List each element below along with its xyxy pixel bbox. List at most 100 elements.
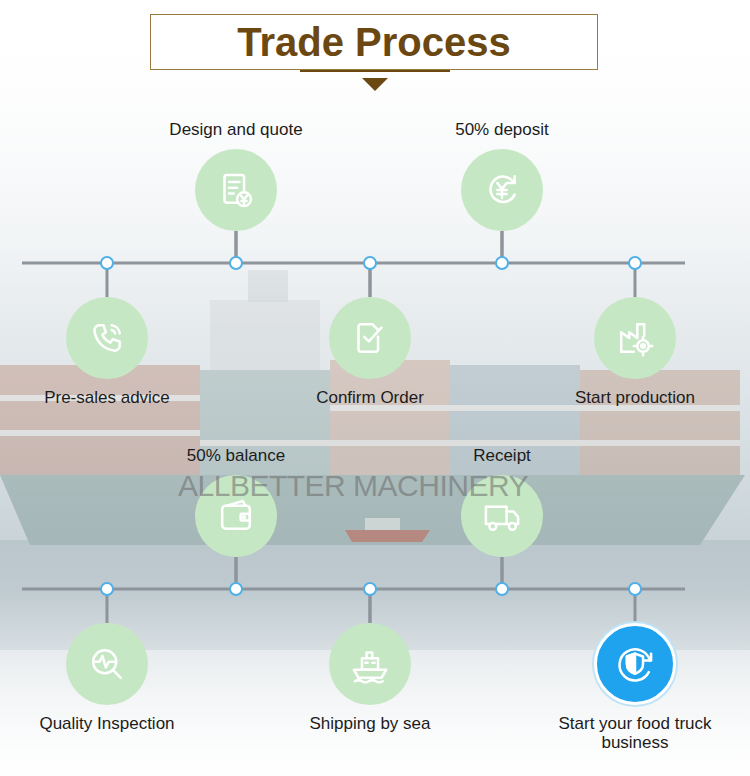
process-step: Start your food truck business [544, 623, 726, 752]
title-box: Trade Process [150, 14, 598, 70]
icon-part [222, 506, 250, 529]
icon-part [241, 514, 250, 521]
timeline-line [635, 588, 685, 591]
step-icon [84, 315, 130, 361]
timeline-line [635, 262, 685, 265]
step-label: 50% deposit [455, 120, 549, 140]
icon-part [229, 182, 239, 194]
fade [0, 590, 750, 776]
icon-part [634, 337, 652, 355]
icon-part [359, 324, 379, 352]
timeline-dot [364, 583, 376, 595]
step-label: Confirm Order [316, 388, 424, 408]
dot-group [101, 257, 641, 595]
timeline-dot [101, 583, 113, 595]
timeline-connector [107, 557, 236, 623]
title-pointer [362, 78, 388, 91]
icon-part [112, 330, 115, 333]
process-step: Pre-sales advice [44, 297, 170, 408]
step-circle [66, 623, 148, 705]
icon-part [241, 196, 247, 204]
icon-part [644, 654, 651, 661]
step-label: Quality Inspection [39, 714, 174, 734]
icon-part [637, 340, 649, 352]
timeline-dot [496, 257, 508, 269]
icon-part [621, 351, 634, 354]
process-step: Start production [575, 297, 695, 408]
step-circle [329, 297, 411, 379]
timeline-connector [502, 231, 635, 297]
step-circle [461, 149, 543, 231]
watermark: ALLBETTER MACHINERY [178, 469, 528, 503]
timeline-dot [629, 257, 641, 269]
process-step: Quality Inspection [39, 623, 174, 734]
timeline-dot [496, 583, 508, 595]
icon-part [620, 649, 650, 680]
step-icon [347, 641, 393, 687]
timeline-dot [629, 583, 641, 595]
step-icon [84, 641, 130, 687]
step-circle [594, 623, 676, 705]
timeline-connector [370, 231, 502, 297]
step-label: Start your food truck business [544, 714, 726, 752]
tug-cabin [365, 518, 400, 530]
step-circle [195, 149, 277, 231]
step-icon [213, 167, 259, 213]
icon-part [243, 516, 245, 518]
icon-part [113, 670, 120, 677]
icon-part [112, 325, 120, 333]
container-stack [330, 360, 450, 475]
icon-part [94, 325, 119, 350]
container-stripe [0, 430, 200, 436]
container-stack [450, 365, 580, 475]
timeline-line [22, 262, 107, 265]
icon-part [491, 177, 515, 202]
container-stack [0, 365, 200, 475]
step-icon [347, 315, 393, 361]
timeline-connector [107, 231, 236, 297]
icon-part [621, 324, 644, 352]
icon-part [237, 192, 251, 206]
timeline-connector [236, 231, 370, 297]
process-step: Design and quote [169, 120, 302, 231]
icon-part [364, 328, 381, 342]
icon-part [641, 344, 644, 347]
process-step: Shipping by sea [310, 623, 431, 734]
timeline-connector [502, 557, 635, 623]
step-label: 50% balance [187, 446, 285, 466]
icon-part [95, 656, 113, 668]
icon-part [497, 183, 506, 198]
step-label: Design and quote [169, 120, 302, 140]
icon-part [362, 658, 378, 670]
container-stack [580, 370, 740, 475]
icon-part [508, 176, 515, 183]
container-stripe [200, 440, 740, 446]
timeline-dot [230, 257, 242, 269]
timeline-line [22, 588, 107, 591]
timeline-connector [370, 557, 502, 623]
process-step: 50% deposit [455, 120, 549, 231]
step-label: Shipping by sea [310, 714, 431, 734]
title: Trade Process [237, 18, 511, 66]
icon-part [365, 662, 374, 665]
timeline-dot [230, 583, 242, 595]
icon-part [355, 680, 383, 682]
step-circle [329, 623, 411, 705]
process-step: Confirm Order [316, 297, 424, 408]
icon-part [509, 523, 516, 530]
timeline-dot [101, 257, 113, 269]
step-circle [594, 297, 676, 379]
icon-part [367, 653, 373, 659]
step-circle [66, 297, 148, 379]
timeline-dot [364, 257, 376, 269]
icon-part [489, 523, 496, 530]
step-label: Start production [575, 388, 695, 408]
fade [0, 0, 750, 330]
step-icon [612, 641, 658, 687]
icon-part [486, 507, 507, 524]
timeline-connector [236, 557, 370, 623]
step-label: Pre-sales advice [44, 388, 170, 408]
step-icon [479, 167, 525, 213]
